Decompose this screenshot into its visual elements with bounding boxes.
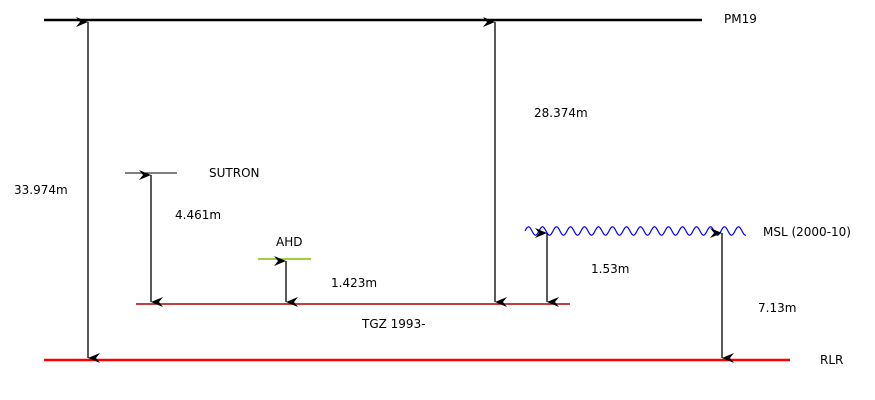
msl-wave-line	[524, 226, 747, 236]
distance-sutron-tgz: 4.461m	[175, 208, 222, 222]
distance-pm19-tgz: 28.374m	[534, 106, 588, 120]
ahd-label: AHD	[276, 235, 303, 249]
distance-pm19-rlr: 33.974m	[14, 183, 68, 197]
distance-msl-rlr: 7.13m	[758, 301, 797, 315]
distance-ahd-tgz: 1.423m	[331, 276, 378, 290]
sutron-label: SUTRON	[209, 166, 260, 180]
rlr-label: RLR	[820, 353, 844, 367]
msl-label: MSL (2000-10)	[763, 225, 851, 239]
pm19-label: PM19	[724, 12, 757, 26]
distance-msl-tgz: 1.53m	[591, 262, 630, 276]
tgz-label: TGZ 1993-	[362, 317, 426, 331]
